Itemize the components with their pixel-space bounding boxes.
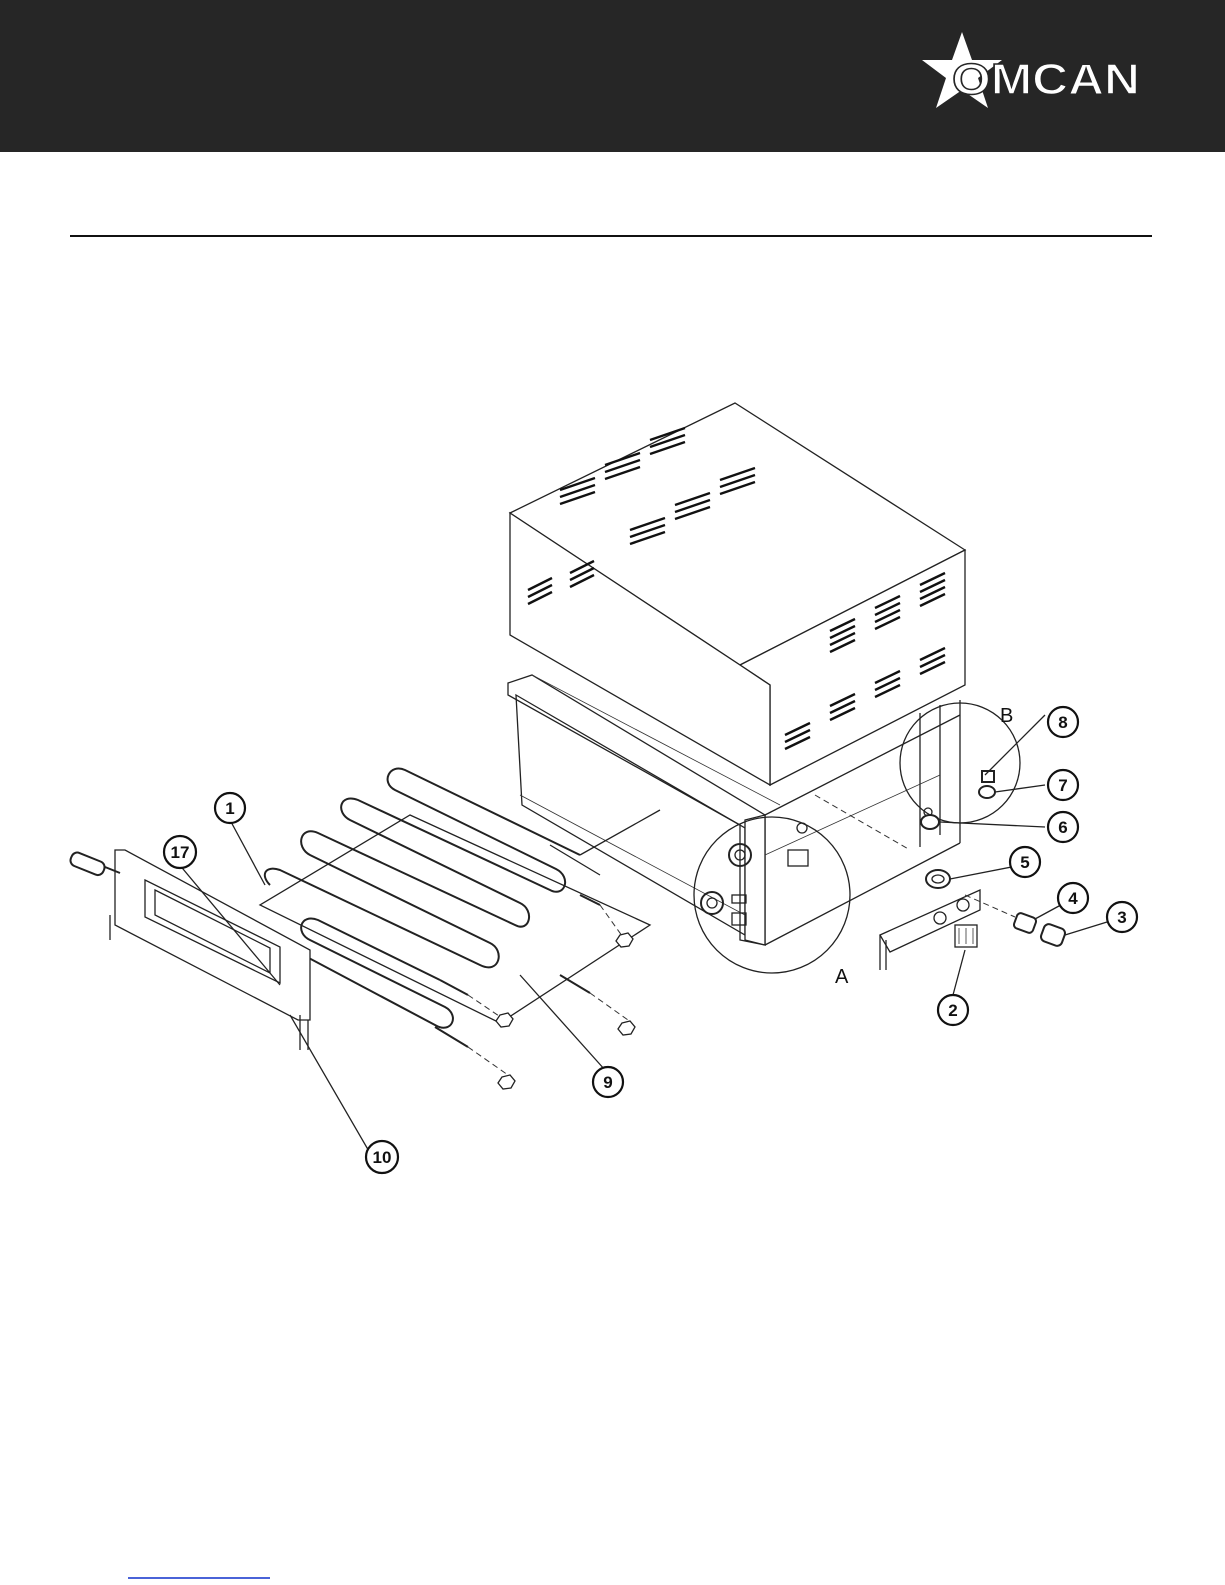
b-detail-parts bbox=[921, 771, 995, 829]
callout-2: 2 bbox=[938, 995, 968, 1025]
door-handle bbox=[69, 851, 107, 877]
svg-text:2: 2 bbox=[948, 1001, 957, 1020]
terminal-bracket bbox=[880, 890, 980, 970]
callout-8: 8 bbox=[1048, 707, 1078, 737]
svg-text:8: 8 bbox=[1058, 713, 1067, 732]
callout-9: 9 bbox=[593, 1067, 623, 1097]
svg-text:1: 1 bbox=[225, 799, 234, 818]
callout-17: 17 bbox=[164, 836, 196, 868]
strain-relief-cable-gland bbox=[926, 870, 950, 888]
detail-zone-a bbox=[694, 817, 850, 973]
exploded-parts-diagram: A B bbox=[60, 395, 1160, 1175]
omcan-logo: OMCAN bbox=[910, 30, 1160, 122]
zone-label-a: A bbox=[835, 966, 849, 988]
page-header: OMCAN bbox=[0, 0, 1225, 152]
svg-text:7: 7 bbox=[1058, 776, 1067, 795]
callout-10: 10 bbox=[366, 1141, 398, 1173]
washer-7 bbox=[979, 786, 995, 798]
callout-6: 6 bbox=[1048, 812, 1078, 842]
callout-3: 3 bbox=[1107, 902, 1137, 932]
footer-link-underline[interactable] bbox=[128, 1577, 270, 1579]
callout-5: 5 bbox=[1010, 847, 1040, 877]
svg-text:17: 17 bbox=[171, 843, 190, 862]
bushing-6 bbox=[921, 815, 939, 829]
callout-4: 4 bbox=[1058, 883, 1088, 913]
pilot-light-assembly bbox=[1013, 912, 1067, 947]
zone-label-b: B bbox=[1000, 705, 1013, 727]
brand-name: OMCAN bbox=[952, 55, 1140, 104]
svg-text:5: 5 bbox=[1020, 853, 1029, 872]
svg-text:4: 4 bbox=[1068, 889, 1078, 908]
header-rule bbox=[70, 235, 1152, 237]
svg-text:10: 10 bbox=[373, 1148, 392, 1167]
thermostat-knob-bottom bbox=[701, 892, 723, 914]
callout-7: 7 bbox=[1048, 770, 1078, 800]
svg-text:3: 3 bbox=[1117, 908, 1126, 927]
svg-text:9: 9 bbox=[603, 1073, 612, 1092]
oven-door bbox=[69, 850, 310, 1050]
callout-1: 1 bbox=[215, 793, 245, 823]
svg-text:6: 6 bbox=[1058, 818, 1067, 837]
